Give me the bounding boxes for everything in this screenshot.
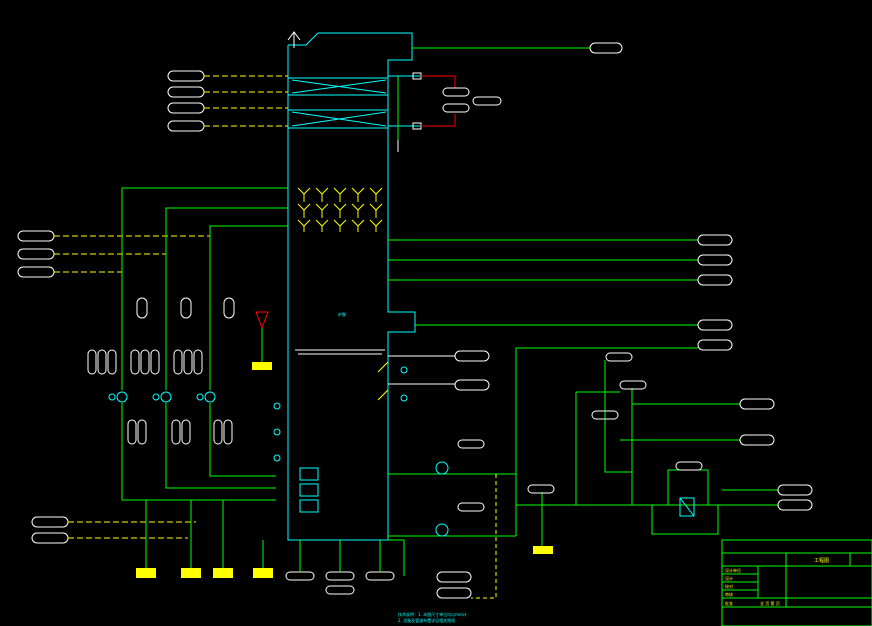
igniter-icon (255, 311, 269, 345)
top-right-damper-group (388, 72, 502, 152)
right-output-blocks (697, 234, 733, 351)
furnace-label: 炉膛 (338, 311, 346, 317)
fan-cluster-group (87, 297, 235, 445)
lower-furnace-instruments (273, 402, 319, 513)
bottom-drum-lines (299, 539, 405, 576)
stack-vent-icon (287, 31, 301, 48)
bottom-left-inputs (31, 516, 196, 544)
drawing-note-line-1: 技术说明：1. 本图尺寸单位均以mm计 (398, 611, 467, 617)
title-block-row-5: 批准 (725, 600, 733, 606)
heat-exchanger-icon (679, 497, 695, 517)
ash-hoppers (136, 362, 553, 578)
title-block-footer: 全 页 第 页 (760, 600, 780, 606)
title-block (721, 539, 872, 626)
burner-array (297, 187, 383, 232)
flue-gas-outlet-block (589, 42, 623, 54)
cluster-return-lines (121, 376, 276, 501)
bottom-drums (285, 571, 395, 595)
superheater-lines (377, 350, 490, 402)
hopper-drop-lines (145, 500, 264, 568)
right-output-lines (388, 239, 698, 326)
title-block-row-2: 设计 (725, 575, 733, 581)
deaerator-vessels (527, 352, 813, 511)
feed-pumps (388, 439, 516, 599)
title-block-row-3: 校对 (725, 583, 733, 589)
left-inputs (17, 230, 210, 278)
air-feed-headers (121, 187, 288, 390)
title-block-title: 工程图 (814, 557, 829, 564)
top-left-inputs (167, 70, 288, 132)
title-block-row-4: 审核 (725, 591, 733, 597)
deaerator-network (515, 347, 778, 546)
title-block-row-1: 设计单位 (725, 567, 741, 573)
boiler-furnace (287, 32, 416, 541)
drawing-note-line-2: 2. 设备及管道布置详见相关图纸 (398, 617, 455, 623)
